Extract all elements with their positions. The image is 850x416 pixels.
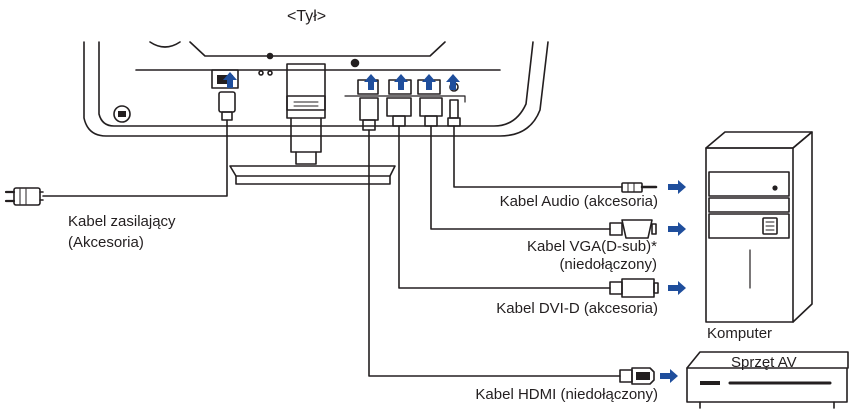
power-cable-label: Kabel zasilający (68, 213, 176, 230)
av-device-label: Sprzęt AV (731, 354, 797, 371)
computer-label: Komputer (707, 325, 773, 342)
diagram-title: <Tył> (287, 8, 327, 25)
dvi-cable (386, 97, 659, 298)
output-arrows (660, 180, 686, 383)
audio-jack-icon (621, 182, 658, 193)
monitor-back (83, 41, 549, 185)
power-cable (4, 91, 236, 206)
vga-connector-icon (609, 219, 657, 239)
hdmi-connector-icon (619, 367, 655, 385)
port-arrows (223, 72, 460, 90)
hdmi-cable (359, 97, 655, 385)
dvi-cable-label: Kabel DVI-D (akcesoria) (496, 300, 658, 317)
hdmi-cable-label: Kabel HDMI (niedołączony) (475, 386, 658, 403)
computer-tower-icon (705, 131, 813, 323)
av-device-icon (686, 351, 849, 409)
audio-cable-label: Kabel Audio (akcesoria) (499, 193, 658, 210)
power-cable-label-note: (Akcesoria) (68, 234, 144, 251)
vga-cable (419, 97, 657, 239)
audio-cable (447, 99, 658, 193)
power-plug-icon (4, 187, 41, 206)
vga-cable-label-note: (niedołączony) (559, 256, 657, 273)
vga-cable-label: Kabel VGA(D-sub)* (526, 238, 657, 255)
dvi-connector-icon (609, 278, 659, 298)
